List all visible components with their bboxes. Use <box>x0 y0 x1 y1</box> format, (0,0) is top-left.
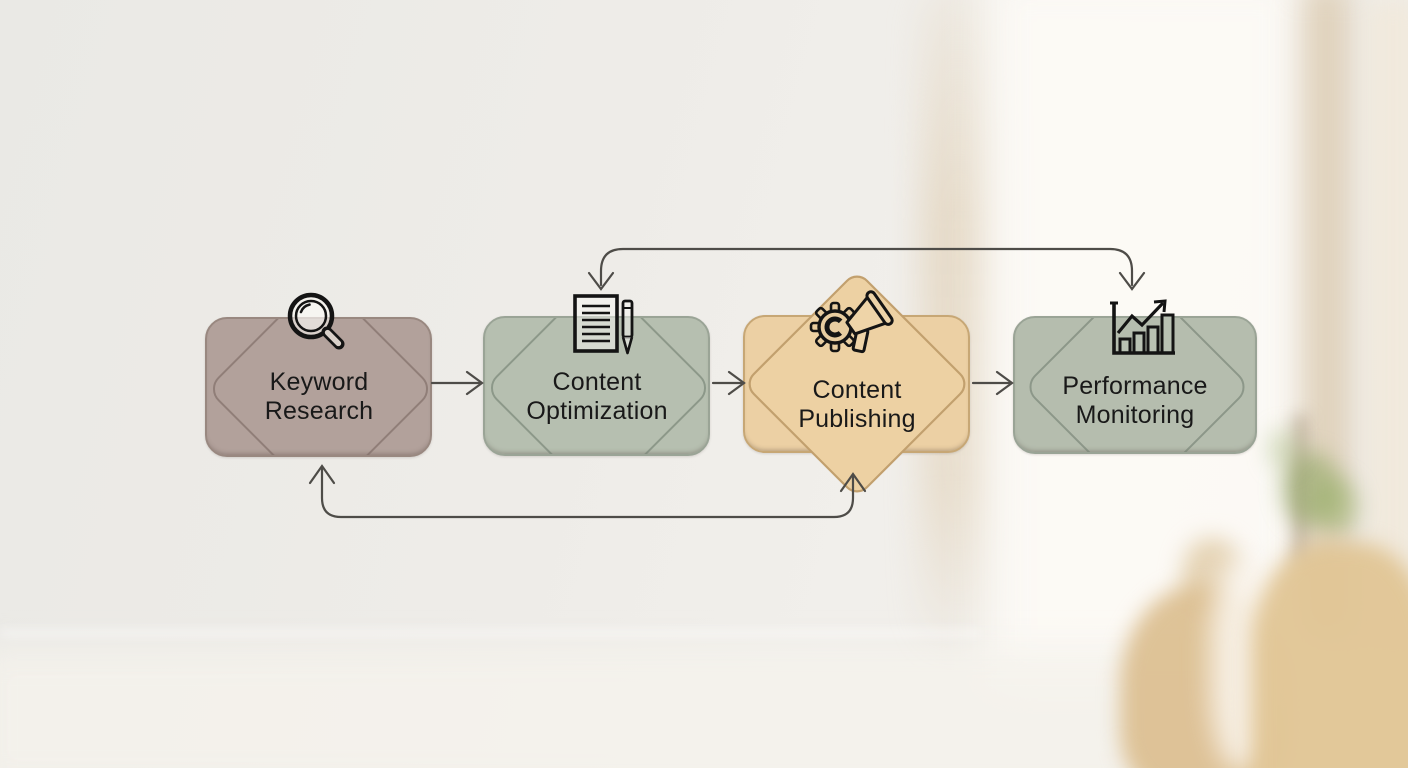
inner-diamond-outline <box>212 319 429 455</box>
node-keyword-research <box>205 317 432 457</box>
node-content-publishing-diamond <box>748 275 966 493</box>
node-label-content-optimization: Content Optimization <box>526 368 668 425</box>
node-label-content-publishing: Content Publishing <box>798 376 916 433</box>
arrow-top-loop <box>599 247 1134 287</box>
node-label-keyword-research: Keyword Research <box>264 368 374 425</box>
node-label-performance-monitoring: Performance Monitoring <box>1062 372 1208 429</box>
arrowhead-up <box>839 472 867 493</box>
inner-diamond-outline <box>490 318 707 454</box>
arrowhead-right <box>727 370 746 396</box>
gear-megaphone-icon <box>809 290 894 354</box>
inner-diamond-outline <box>1029 318 1245 452</box>
arrowhead-down <box>587 271 615 291</box>
document-pen-icon <box>573 294 634 355</box>
arrowhead-right <box>465 370 484 396</box>
magnifier-icon <box>287 292 345 350</box>
arrow-bottom-loop <box>320 467 855 519</box>
arrowhead-down <box>1118 271 1146 291</box>
arrowhead-right <box>995 370 1014 396</box>
bar-chart-growth-icon <box>1110 299 1175 355</box>
arrowhead-up <box>308 464 336 485</box>
